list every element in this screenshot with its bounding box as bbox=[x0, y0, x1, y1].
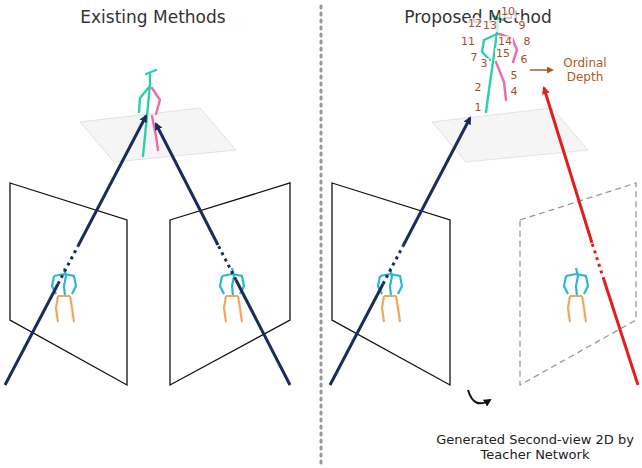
callout-number: 3 bbox=[480, 58, 489, 71]
caption-note: Generated Second-view 2D by Teacher Netw… bbox=[435, 433, 635, 463]
callout-number: 7 bbox=[470, 52, 479, 65]
annotation-label: Ordinal Depth bbox=[559, 57, 611, 85]
callout-number: 2 bbox=[474, 82, 483, 95]
callout-number: 6 bbox=[520, 54, 529, 67]
callout-number: 14 bbox=[497, 36, 513, 49]
callout-number: 4 bbox=[510, 86, 519, 99]
callout-number: 11 bbox=[460, 36, 476, 49]
callout-number: 1 bbox=[474, 102, 483, 115]
callout-number: 12 bbox=[467, 18, 483, 31]
callout-number: 10 bbox=[500, 6, 516, 19]
callout-number: 15 bbox=[495, 48, 511, 61]
panel-heading: Existing Methods bbox=[80, 8, 225, 28]
callout-number: 5 bbox=[510, 70, 519, 83]
callout-number: 9 bbox=[518, 20, 527, 33]
callout-number: 13 bbox=[482, 20, 498, 33]
callout-number: 8 bbox=[523, 36, 532, 49]
